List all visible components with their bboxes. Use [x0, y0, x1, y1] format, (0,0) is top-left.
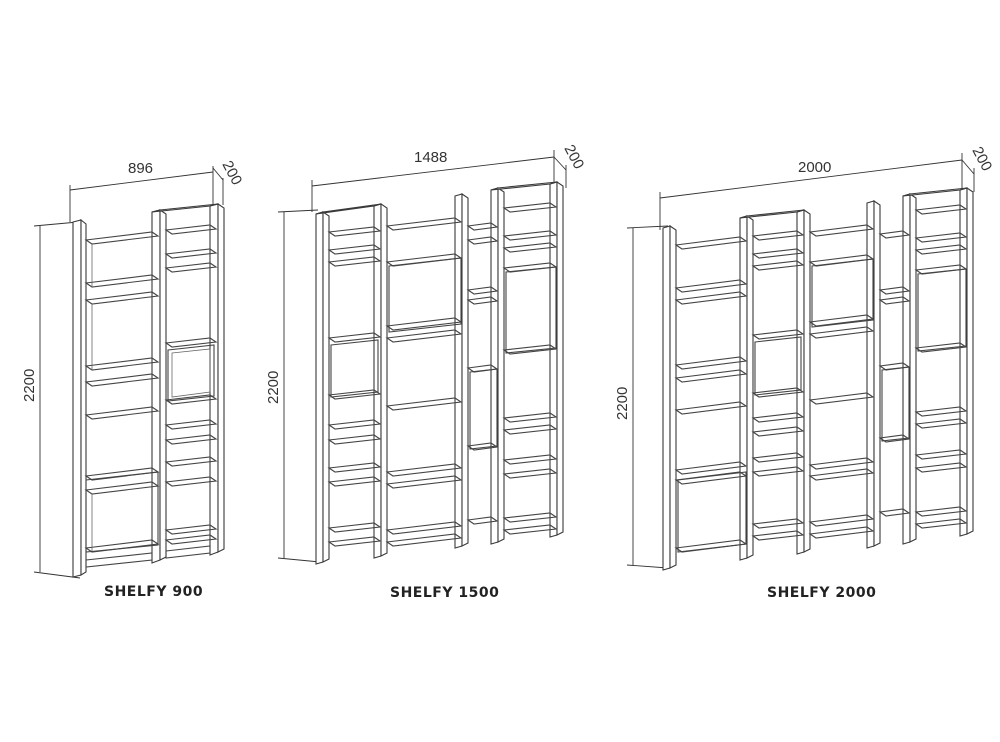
height-label: 2200 [265, 371, 282, 404]
height-label: 2200 [614, 387, 631, 420]
height-dimension: 2200 [21, 221, 81, 579]
depth-label: 200 [560, 142, 587, 172]
shelving-unit [72, 202, 225, 578]
shelving-unit [315, 180, 564, 565]
width-label: 896 [128, 160, 153, 177]
product-name: SHELFY 1500 [390, 585, 499, 601]
width-dimension: 2000 [659, 153, 963, 230]
figure-shelfy-1500: 1488 200 2200 [265, 142, 587, 601]
depth-dimension: 200 [961, 144, 995, 192]
figure-shelfy-2000: 2000 200 2200 [614, 144, 995, 601]
shelving-unit [662, 186, 974, 571]
depth-label: 200 [218, 158, 245, 188]
width-dimension: 1488 [311, 149, 555, 212]
height-dimension: 2200 [614, 225, 669, 569]
width-dimension: 896 [69, 160, 214, 222]
depth-dimension: 200 [553, 142, 587, 188]
product-name: SHELFY 2000 [767, 585, 876, 601]
width-label: 1488 [414, 149, 447, 166]
height-dimension: 2200 [265, 209, 321, 563]
figure-shelfy-900: 896 200 2200 [21, 158, 245, 600]
width-label: 2000 [798, 159, 831, 176]
product-name: SHELFY 900 [104, 584, 203, 600]
depth-label: 200 [968, 144, 995, 174]
depth-dimension: 200 [212, 158, 245, 205]
height-label: 2200 [21, 369, 38, 402]
